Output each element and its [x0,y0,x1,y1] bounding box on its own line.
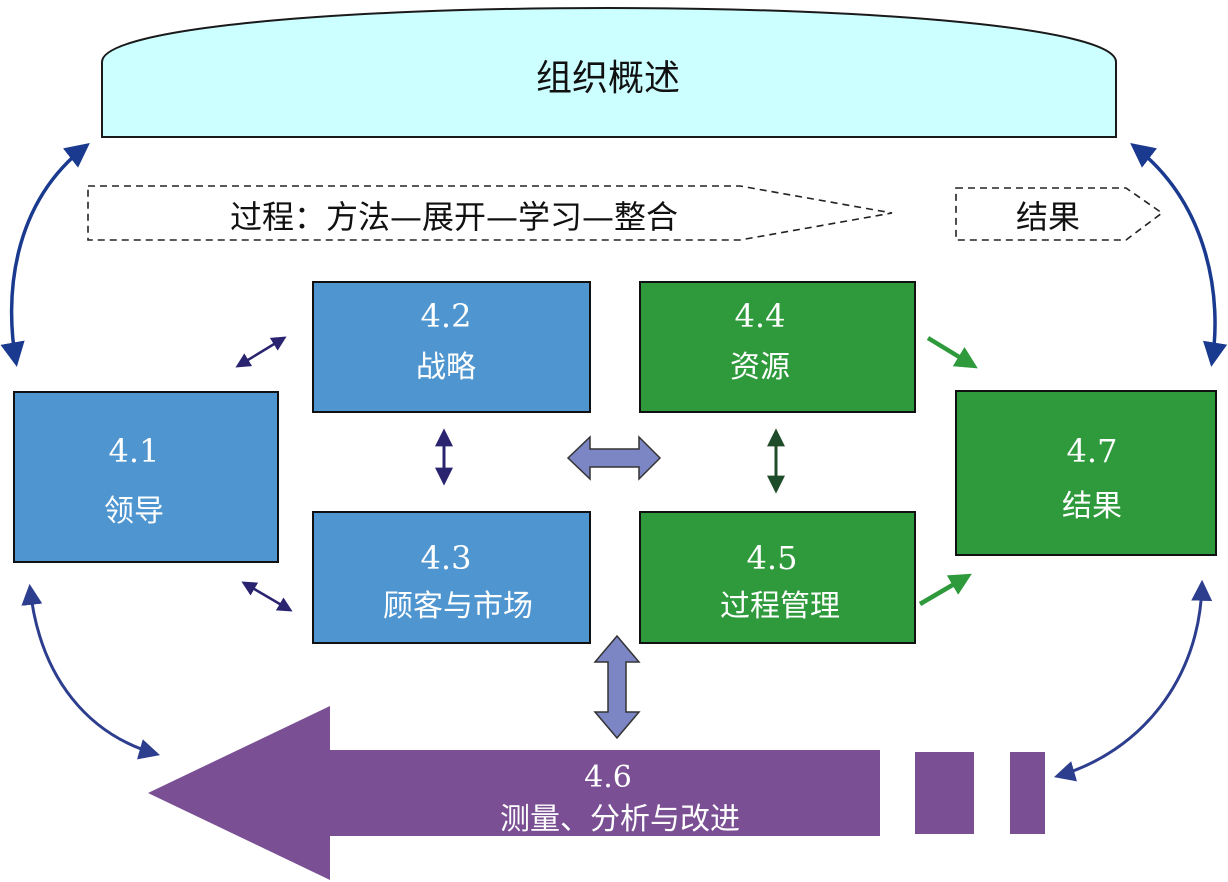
overview-results-curve [1130,142,1228,367]
leadership-customer-arrow [241,581,293,612]
measurement-number: 4.6 [584,760,632,795]
box-resources: 4.4 资源 [639,281,916,413]
box-strategy: 4.2 战略 [312,281,591,413]
process-results-arrow [918,573,972,606]
core-measurement-connector [593,634,641,740]
organization-overview: 组织概述 [101,6,1117,138]
overview-label: 组织概述 [536,58,680,99]
process-management-number: 4.5 [747,539,798,577]
box-results: 4.7 结果 [955,390,1217,556]
resources-number: 4.4 [735,297,786,335]
leadership-label: 领导 [104,494,164,529]
overview-leadership-curve [0,142,90,367]
process-management-label: 过程管理 [720,589,840,624]
strategy-label: 战略 [416,350,476,385]
box-leadership: 4.1 领导 [13,391,279,563]
results-banner: 结果 [955,187,1164,241]
leadership-strategy-arrow [235,336,287,368]
leadership-number: 4.1 [109,432,160,470]
strategy-number: 4.2 [421,297,472,335]
box-customer-market: 4.3 顾客与市场 [312,511,591,644]
results-label: 结果 [1062,489,1122,524]
process-banner: 过程：方法—展开—学习—整合 [87,185,893,241]
resources-label: 资源 [730,350,790,385]
results-number: 4.7 [1067,432,1118,470]
customer-market-label: 顾客与市场 [383,589,533,624]
customer-market-number: 4.3 [421,539,472,577]
measurement-block-1 [915,752,974,834]
leadership-measurement-curve [21,583,161,760]
box-process-management: 4.5 过程管理 [639,511,916,644]
resources-results-arrow [926,336,978,369]
process-banner-label: 过程：方法—展开—学习—整合 [230,198,678,236]
measurement-label: 测量、分析与改进 [500,802,740,837]
strategy-resources-connector [566,435,662,481]
measurement-block-2 [1010,752,1045,834]
results-measurement-curve [1053,579,1213,782]
results-banner-label: 结果 [1016,198,1080,236]
measurement-arrow: 4.6 测量、分析与改进 [148,706,1045,880]
